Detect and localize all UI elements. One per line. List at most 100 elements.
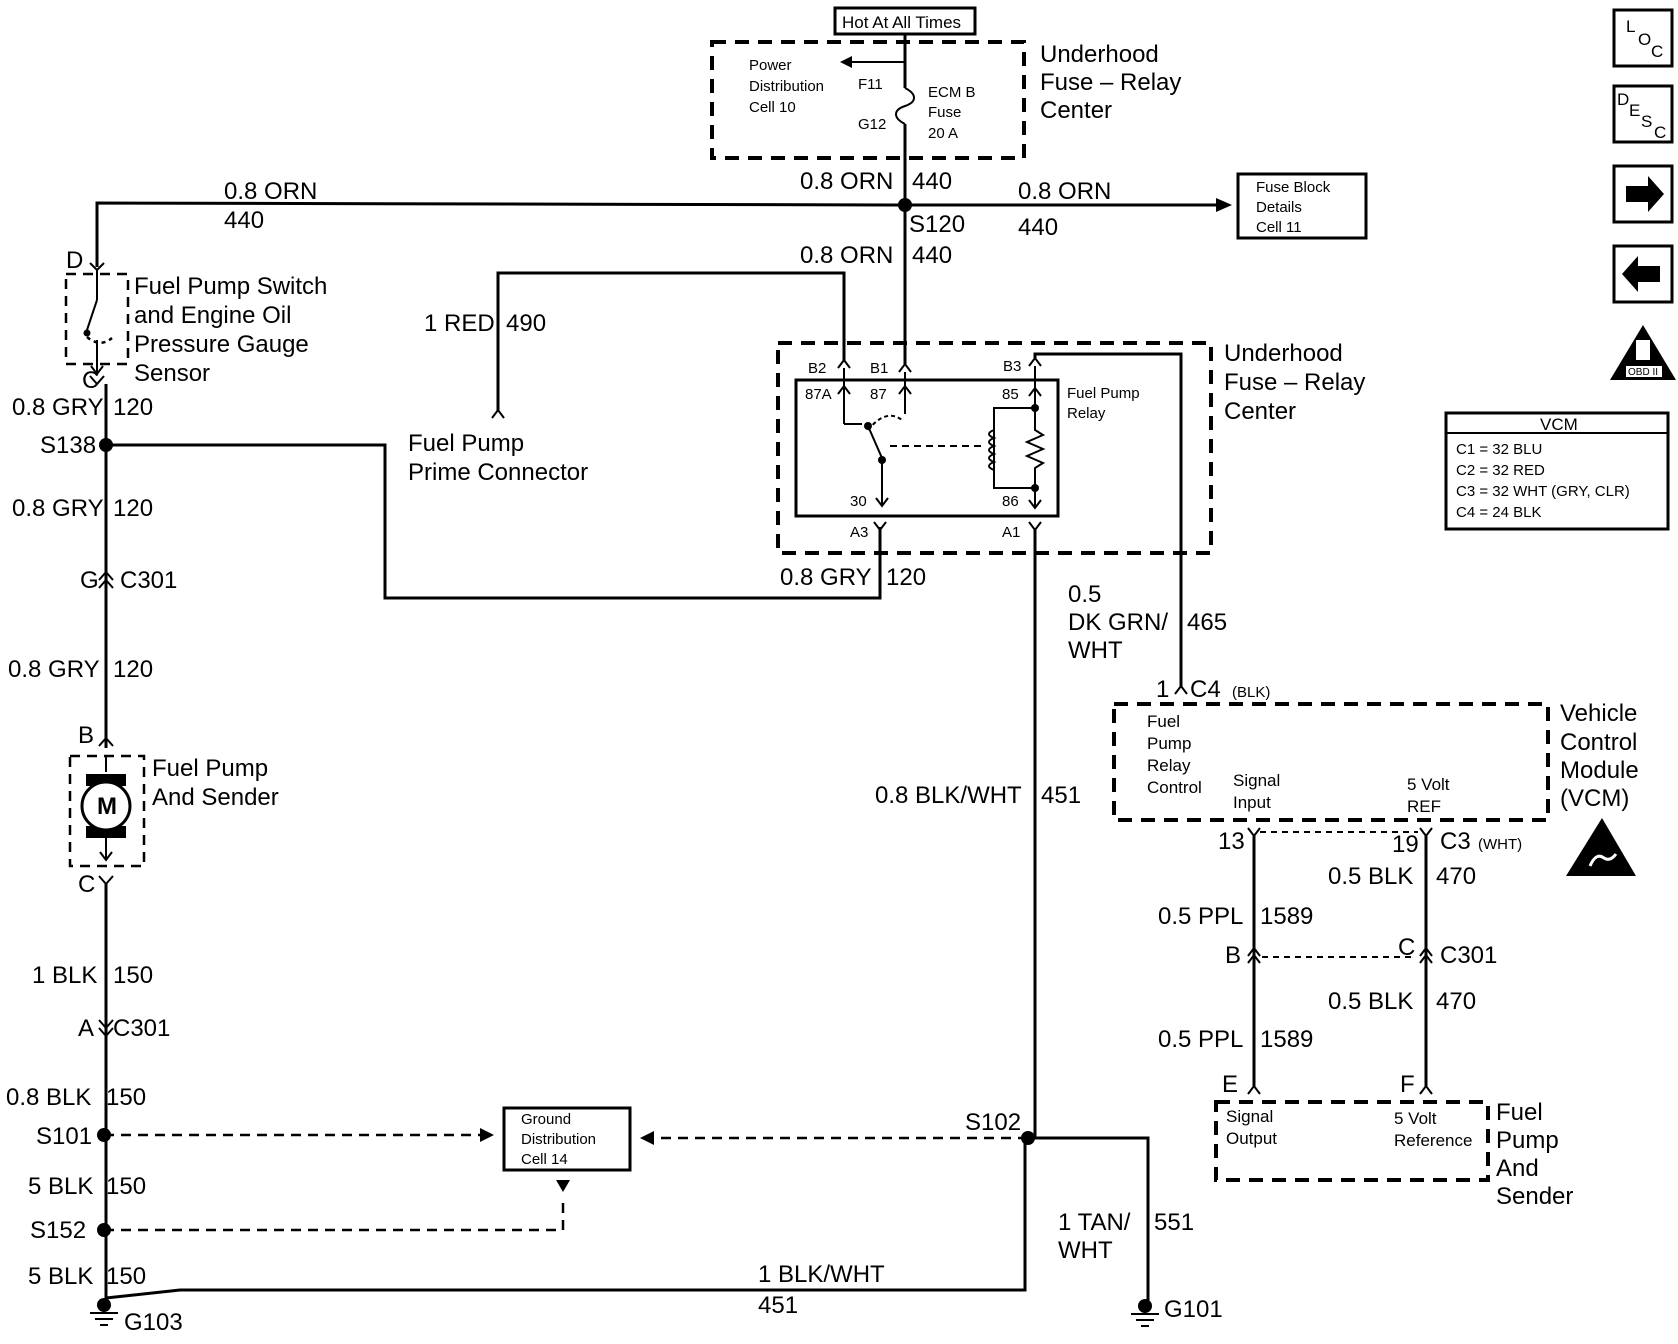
pdc-label-1: Power (749, 57, 792, 74)
fuel-pump-switch: D Fuel Pump Switch and Engine Oil Pressu… (64, 247, 327, 394)
previous-page-button[interactable] (1612, 244, 1674, 304)
prime-connector-icon (491, 408, 505, 419)
pump-left-pin-b: B (78, 722, 94, 749)
fuse-block-details-box: Fuse Block Details Cell 11 (1236, 172, 1368, 240)
tan-551-wire: 1 TAN/ WHT 551 G101 (1028, 1136, 1223, 1327)
vcm-c3-label: C3 (1440, 828, 1471, 855)
s120-label: S120 (909, 211, 965, 238)
relay-pin-86: 86 (1002, 493, 1019, 510)
pdc-arrow-icon (840, 56, 852, 68)
pump-right-ref-label-1: 5 Volt (1394, 1109, 1437, 1128)
vcm-fprc-label-1: Fuel (1147, 712, 1180, 731)
vcm-table-row: C1 = 32 BLU (1456, 441, 1542, 458)
fuel-pump-relay-center: Underhood Fuse – Relay Center Fuel Pump … (776, 340, 1365, 555)
vcm-connector-table: VCM C1 = 32 BLU C2 = 32 RED C3 = 32 WHT … (1444, 411, 1670, 531)
top-fuse-center-title-2: Fuse – Relay (1040, 69, 1181, 96)
wire-label-top-left-gauge: 0.8 ORN (224, 178, 317, 205)
wire-label-gry2-circuit: 120 (113, 495, 153, 522)
wire-label-blkwht-gauge: 0.8 BLK/WHT (875, 782, 1022, 809)
pump-right-label-3: And (1496, 1155, 1539, 1182)
wire-label-b1-gauge: 0.8 ORN (800, 242, 893, 269)
pump-right-signal-label-2: Output (1226, 1129, 1277, 1148)
c301-g-connector-icon (98, 570, 114, 589)
left-arrow-icon (1622, 256, 1660, 292)
vcm-label-1: Vehicle (1560, 700, 1637, 727)
wire-label-ppl1-gauge: 0.5 PPL (1158, 903, 1243, 930)
wire-label-bottom-gauge: 1 BLK/WHT (758, 1261, 885, 1288)
vcm-signal-input-label-2: Input (1233, 793, 1271, 812)
desc-button[interactable]: D E S C (1612, 84, 1674, 144)
vehicle-control-module: Vehicle Control Module (VCM) Fuel Pump R… (1112, 700, 1639, 876)
wire-label-blk470a-gauge: 0.5 BLK (1328, 863, 1413, 890)
vcm-pin-19: 19 (1392, 831, 1419, 858)
vcm-c4-label: C4 (1190, 676, 1221, 703)
relay-resistor-icon (1024, 408, 1046, 488)
wire-label-tan-circuit: 551 (1154, 1209, 1194, 1236)
c301-right-label: C301 (1440, 942, 1497, 969)
hot-at-all-times-label: Hot At All Times (842, 13, 961, 32)
vcm-label-2: Control (1560, 729, 1637, 756)
blkwht-451-vertical-wire: 0.8 BLK/WHT 451 S102 (875, 530, 1081, 1145)
wire-label-blk4-gauge: 5 BLK (28, 1263, 93, 1290)
c301-g-pin: G (80, 567, 99, 594)
switch-pin-d: D (66, 247, 83, 274)
wire-label-top-mid-gauge: 0.8 ORN (800, 168, 893, 195)
svg-text:M: M (97, 793, 117, 820)
fuse-block-label-1: Fuse Block (1256, 179, 1331, 196)
switch-label-2: and Engine Oil (134, 302, 291, 329)
relay-name-2: Relay (1067, 405, 1106, 422)
relay-pin-85: 85 (1002, 386, 1019, 403)
orn-440-bus: 0.8 ORN 440 0.8 ORN 440 S120 0.8 ORN 440 (95, 168, 1232, 267)
wire-label-dkgrn-gauge-3: WHT (1068, 637, 1123, 664)
ppl-1589-wire: 0.5 PPL 1589 B 0.5 PPL 1589 E (1158, 836, 1414, 1098)
wire-label-blkwht-circuit: 451 (1041, 782, 1081, 809)
svg-text:D: D (1617, 90, 1629, 109)
wire-label-dkgrn-circuit: 465 (1187, 609, 1227, 636)
relay-coil-icon (988, 429, 997, 471)
wire-label-blk470a-circuit: 470 (1436, 863, 1476, 890)
fuse-20a-icon (895, 87, 915, 125)
relay-name-1: Fuel Pump (1067, 385, 1140, 402)
g101-label: G101 (1164, 1296, 1223, 1323)
red-490-prime-wire: 1 RED 490 Fuel Pump Prime Connector (408, 271, 846, 486)
ground-dist-label-3: Cell 14 (521, 1151, 568, 1168)
relay-pin-b1: B1 (870, 360, 888, 377)
relay-pin-b2: B2 (808, 360, 826, 377)
ground-distribution-box: Ground Distribution Cell 14 (104, 1106, 1028, 1232)
wire-label-blk470b-circuit: 470 (1436, 988, 1476, 1015)
wire-label-dkgrn-gauge-2: DK GRN/ (1068, 609, 1168, 636)
s152-label: S152 (30, 1217, 86, 1244)
relay-pin-87: 87 (870, 386, 887, 403)
c301-a-pin: A (78, 1015, 94, 1042)
vcm-label-3: Module (1560, 757, 1639, 784)
pump-right-label-2: Pump (1496, 1127, 1559, 1154)
svg-text:S: S (1641, 112, 1652, 131)
switch-label-3: Pressure Gauge (134, 331, 309, 358)
next-page-button[interactable] (1612, 164, 1674, 224)
fuse-block-arrow-icon (1216, 198, 1232, 212)
g12-label: G12 (858, 116, 886, 133)
fuse-label-3: 20 A (928, 125, 958, 142)
relay-center-title-2: Fuse – Relay (1224, 369, 1365, 396)
vcm-fprc-label-4: Control (1147, 778, 1202, 797)
loc-button[interactable]: L O C (1612, 8, 1674, 68)
esd-warning-icon (1566, 818, 1636, 876)
vcm-table-row: C3 = 32 WHT (GRY, CLR) (1456, 483, 1630, 500)
vcm-c4-color: (BLK) (1232, 684, 1270, 701)
c301-b-connector-icon (1247, 946, 1261, 964)
ground-dist-down-arrow-icon (556, 1180, 570, 1192)
vcm-table-title: VCM (1540, 415, 1578, 434)
g103-ground-icon (90, 1298, 118, 1326)
wire-label-blk3-gauge: 5 BLK (28, 1173, 93, 1200)
vcm-label-4: (VCM) (1560, 785, 1629, 812)
wire-label-blk3-circuit: 150 (106, 1173, 146, 1200)
vcm-table-row: C4 = 24 BLK (1456, 504, 1541, 521)
switch-label-4: Sensor (134, 360, 210, 387)
left-circuit-chain: 0.8 GRY 120 S138 0.8 GRY 120 G C301 0.8 … (8, 384, 177, 749)
hot-at-all-times-box: Hot At All Times (833, 6, 977, 36)
motor-icon (80, 780, 132, 832)
right-arrow-icon (1626, 176, 1664, 212)
ground-dist-left-arrow-icon (480, 1128, 494, 1142)
wire-label-b1-circuit: 440 (912, 242, 952, 269)
wire-label-gry3-circuit: 120 (113, 656, 153, 683)
